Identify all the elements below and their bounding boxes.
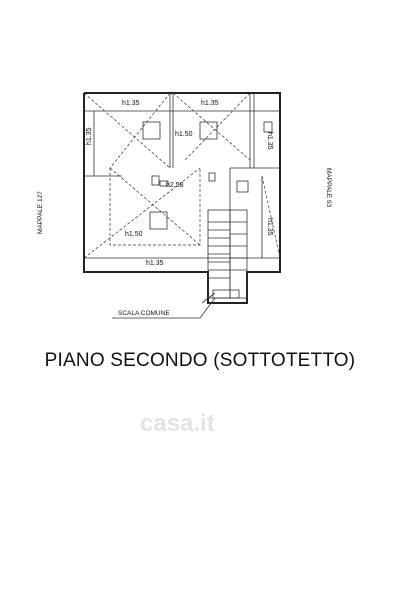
height-label-top-mid: h1.35 (201, 100, 219, 107)
skylights (142, 121, 273, 230)
height-label-right-side-top: h1.35 (266, 132, 273, 150)
left-parcel-label: MAPPALE 127 (37, 191, 44, 234)
staircase (201, 209, 248, 304)
interior-partitions (84, 93, 280, 259)
drawing-title: PIANO SECONDO (SOTTOTETTO) (44, 350, 356, 371)
outer-walls (83, 92, 281, 304)
stair-leader (112, 297, 216, 319)
height-label-left-side: h1.35 (86, 127, 93, 145)
height-label-center-upper: h1.50 (175, 131, 193, 138)
height-label-center: h2.58 (166, 182, 184, 189)
height-label-right-side-bottom: h1.35 (266, 218, 273, 236)
roof-ridge-lines (83, 92, 281, 259)
stair-label: SCALA COMUNE (118, 310, 170, 317)
height-label-top-left: h1.35 (122, 100, 140, 107)
height-label-lower-left: h1.50 (125, 231, 143, 238)
height-label-bottom: h1.35 (146, 260, 164, 267)
right-parcel-label: MAPPALE 93 (325, 168, 332, 208)
watermark: casa.it (140, 410, 215, 437)
chimney-block (151, 172, 216, 187)
